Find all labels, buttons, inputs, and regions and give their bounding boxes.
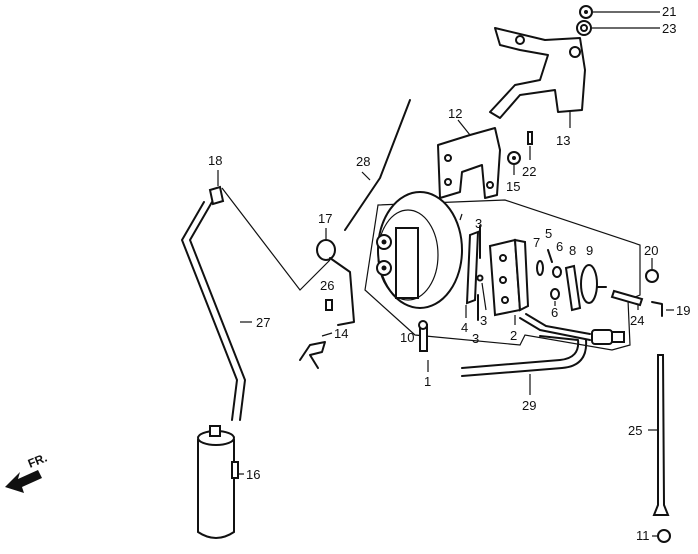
callout-24: 24 (630, 313, 644, 328)
callout-3-right: 3 (480, 313, 487, 328)
callout-28: 28 (356, 154, 370, 169)
grommet-15 (507, 151, 521, 175)
assembly-outline (364, 199, 641, 351)
callout-10: 10 (400, 330, 414, 345)
callout-6-bottom: 6 (551, 305, 558, 320)
callout-2: 2 (510, 328, 517, 343)
pin-22 (527, 131, 533, 160)
callout-26: 26 (320, 278, 334, 293)
callout-17: 17 (318, 211, 332, 226)
callout-labels: 21 23 13 12 22 15 28 18 17 3 7 5 6 8 9 2… (208, 4, 690, 543)
hose-29 (461, 335, 588, 395)
screws-3 (476, 225, 487, 321)
pin-24 (610, 289, 644, 310)
bolt-10 (418, 320, 428, 352)
fr-label: FR. (26, 451, 49, 471)
callout-7: 7 (533, 235, 540, 250)
elbow-19 (651, 301, 674, 317)
callout-9: 9 (586, 243, 593, 258)
cap-11 (652, 529, 671, 543)
callout-20: 20 (644, 243, 658, 258)
callout-27: 27 (256, 315, 270, 330)
callout-6-top: 6 (556, 239, 563, 254)
bracket-13 (489, 27, 586, 128)
callout-1: 1 (424, 374, 431, 389)
callout-4: 4 (461, 320, 468, 335)
callout-22: 22 (522, 164, 536, 179)
callout-3-bottom: 3 (472, 331, 479, 346)
control-valve-2 (488, 238, 530, 325)
gasket-4 (465, 230, 480, 305)
bracket-12 (437, 119, 501, 199)
callout-23: 23 (662, 21, 676, 36)
callout-13: 13 (556, 133, 570, 148)
callout-14: 14 (334, 326, 348, 341)
bracket-17 (316, 228, 355, 326)
callout-12: 12 (448, 106, 462, 121)
callout-21: 21 (662, 4, 676, 19)
callout-11: 11 (636, 528, 650, 543)
fitting-18 (208, 170, 331, 291)
callout-16: 16 (246, 467, 260, 482)
callout-8: 8 (569, 243, 576, 258)
clip-14 (299, 332, 333, 369)
screw-26 (325, 299, 333, 311)
rod-25 (648, 354, 670, 516)
callout-19: 19 (676, 303, 690, 318)
nut-21 (579, 5, 660, 19)
callout-5: 5 (545, 226, 552, 241)
callout-18: 18 (208, 153, 222, 168)
small-parts-5-9 (536, 249, 607, 312)
callout-15: 15 (506, 179, 520, 194)
callout-3-top: 3 (475, 216, 482, 231)
washer-23 (576, 20, 660, 36)
hose-28 (344, 99, 411, 231)
canister-16 (197, 425, 244, 539)
check-valve-line (519, 313, 625, 345)
callout-29: 29 (522, 398, 536, 413)
vacuum-booster (376, 191, 463, 309)
cap-20 (645, 258, 659, 283)
callout-25: 25 (628, 423, 642, 438)
front-direction-marker: FR. (5, 451, 49, 493)
hose-27 (181, 201, 252, 421)
